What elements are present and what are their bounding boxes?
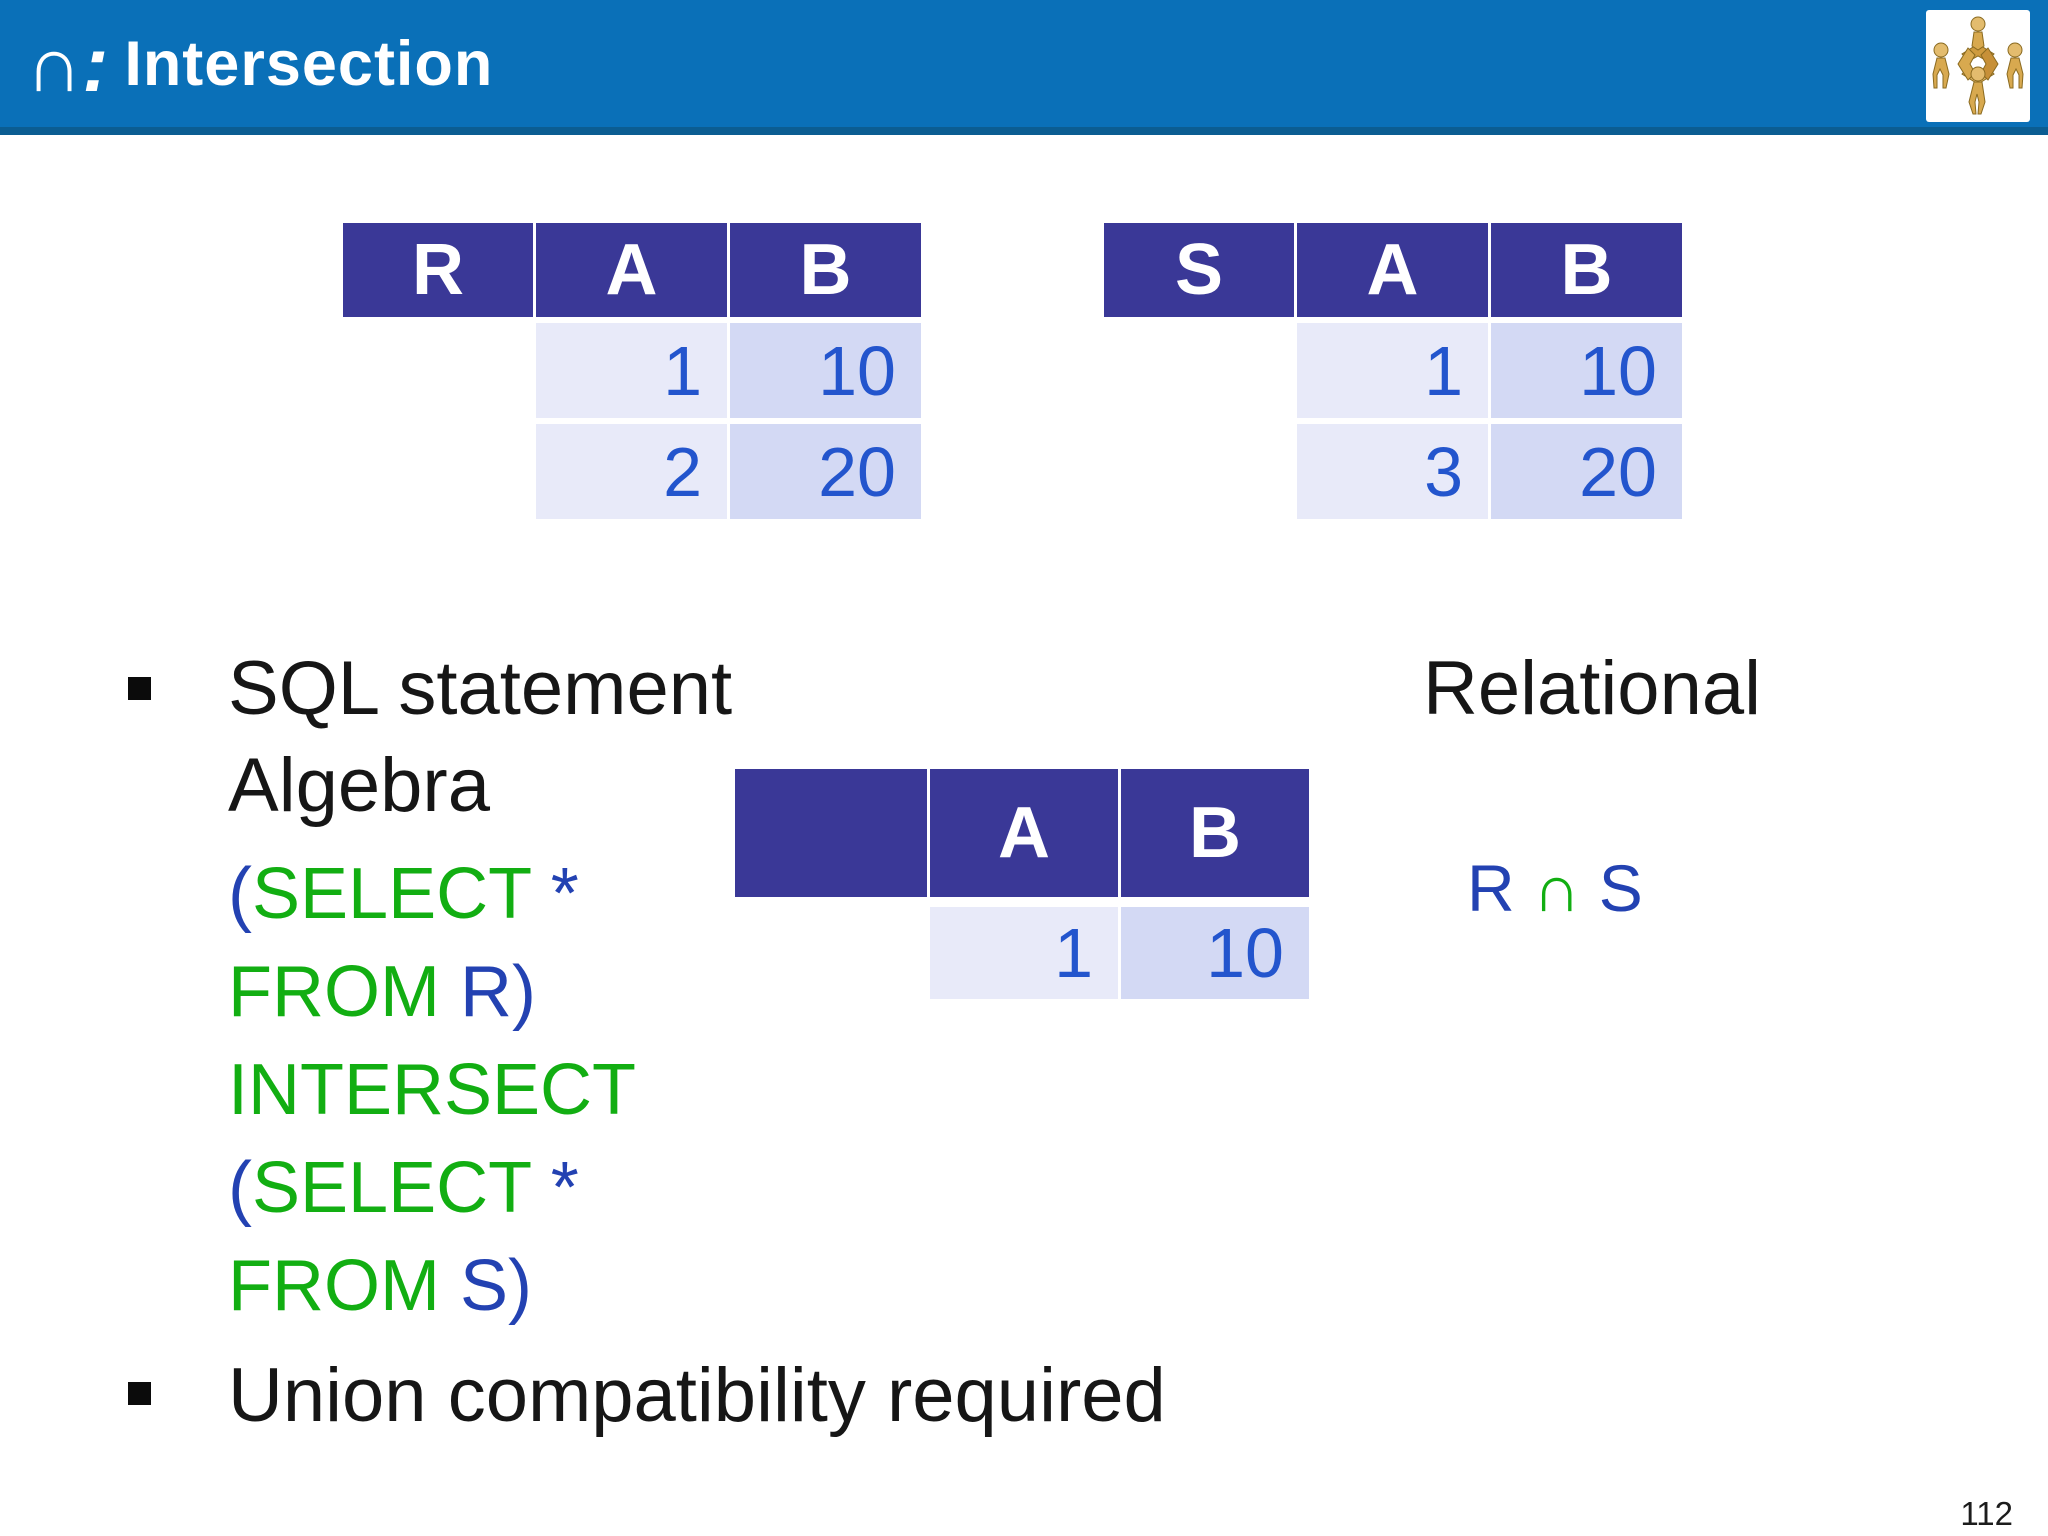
intersect-operator: ∩	[1533, 851, 1581, 925]
relation-s-label: S	[1580, 851, 1643, 925]
table-r-cell: 20	[730, 424, 921, 519]
sql-line-4: (SELECT *	[228, 1139, 636, 1237]
table-result: A B 1 10	[735, 769, 1309, 999]
table-result-col-b: B	[1121, 769, 1309, 897]
table-s-spacer	[1104, 424, 1294, 519]
intersection-symbol: ∩:	[26, 20, 109, 108]
table-r-cell: 1	[536, 323, 727, 418]
table-s-col-b: B	[1491, 223, 1682, 317]
table-s-cell: 10	[1491, 323, 1682, 418]
table-result-cell: 10	[1121, 907, 1309, 999]
bullet-square-icon	[128, 677, 151, 700]
table-r-cell: 2	[536, 424, 727, 519]
sql-line-1: (SELECT *	[228, 845, 636, 943]
sql-line-2: FROM R)	[228, 943, 636, 1041]
sql-line-3: INTERSECT	[228, 1041, 636, 1139]
relation-r-label: R	[1467, 851, 1533, 925]
table-s-cell: 20	[1491, 424, 1682, 519]
bullet1-text-continuation: Algebra	[228, 743, 490, 828]
sql-token: SELECT	[251, 1148, 531, 1228]
table-r-spacer	[343, 424, 533, 519]
sql-token: (	[228, 1148, 252, 1228]
sql-token: FROM	[228, 1246, 440, 1326]
bullet1-text-right: Relational	[1423, 646, 1761, 731]
organization-logo	[1926, 10, 2030, 122]
table-s-col-a: A	[1297, 223, 1488, 317]
table-r-cell: 10	[730, 323, 921, 418]
table-result-name	[735, 769, 927, 897]
table-s-name: S	[1104, 223, 1294, 317]
sql-token: R)	[439, 952, 536, 1032]
sql-token: *	[530, 854, 579, 934]
sql-token: (	[228, 854, 252, 934]
table-r-name: R	[343, 223, 533, 317]
sql-token: S)	[439, 1246, 532, 1326]
sql-code-block: (SELECT * FROM R) INTERSECT (SELECT * FR…	[228, 845, 636, 1335]
page-number: 112	[1960, 1495, 2013, 1532]
table-r-col-b: B	[730, 223, 921, 317]
slide-title: ∩: Intersection	[26, 0, 493, 128]
table-result-cell: 1	[930, 907, 1118, 999]
slide-header-bar	[0, 0, 2048, 135]
sql-line-5: FROM S)	[228, 1237, 636, 1335]
algebra-expression: R ∩ S	[1467, 852, 1643, 925]
table-result-spacer	[735, 907, 927, 999]
table-s: S A B 1 10 3 20	[1104, 223, 1682, 519]
table-r: R A B 1 10 2 20	[343, 223, 921, 519]
table-s-cell: 3	[1297, 424, 1488, 519]
sql-token: INTERSECT	[228, 1050, 637, 1130]
people-collaboration-icon	[1932, 16, 2024, 115]
table-s-cell: 1	[1297, 323, 1488, 418]
sql-token: FROM	[228, 952, 440, 1032]
table-r-col-a: A	[536, 223, 727, 317]
bullet2-text: Union compatibility required	[228, 1353, 1166, 1438]
table-s-spacer	[1104, 323, 1294, 418]
table-result-col-a: A	[930, 769, 1118, 897]
bullet1-text-left: SQL statement	[228, 646, 733, 731]
page-title: Intersection	[124, 28, 494, 99]
bullet-square-icon	[128, 1382, 151, 1405]
sql-token: SELECT	[251, 854, 531, 934]
table-r-spacer	[343, 323, 533, 418]
sql-token: *	[530, 1148, 579, 1228]
